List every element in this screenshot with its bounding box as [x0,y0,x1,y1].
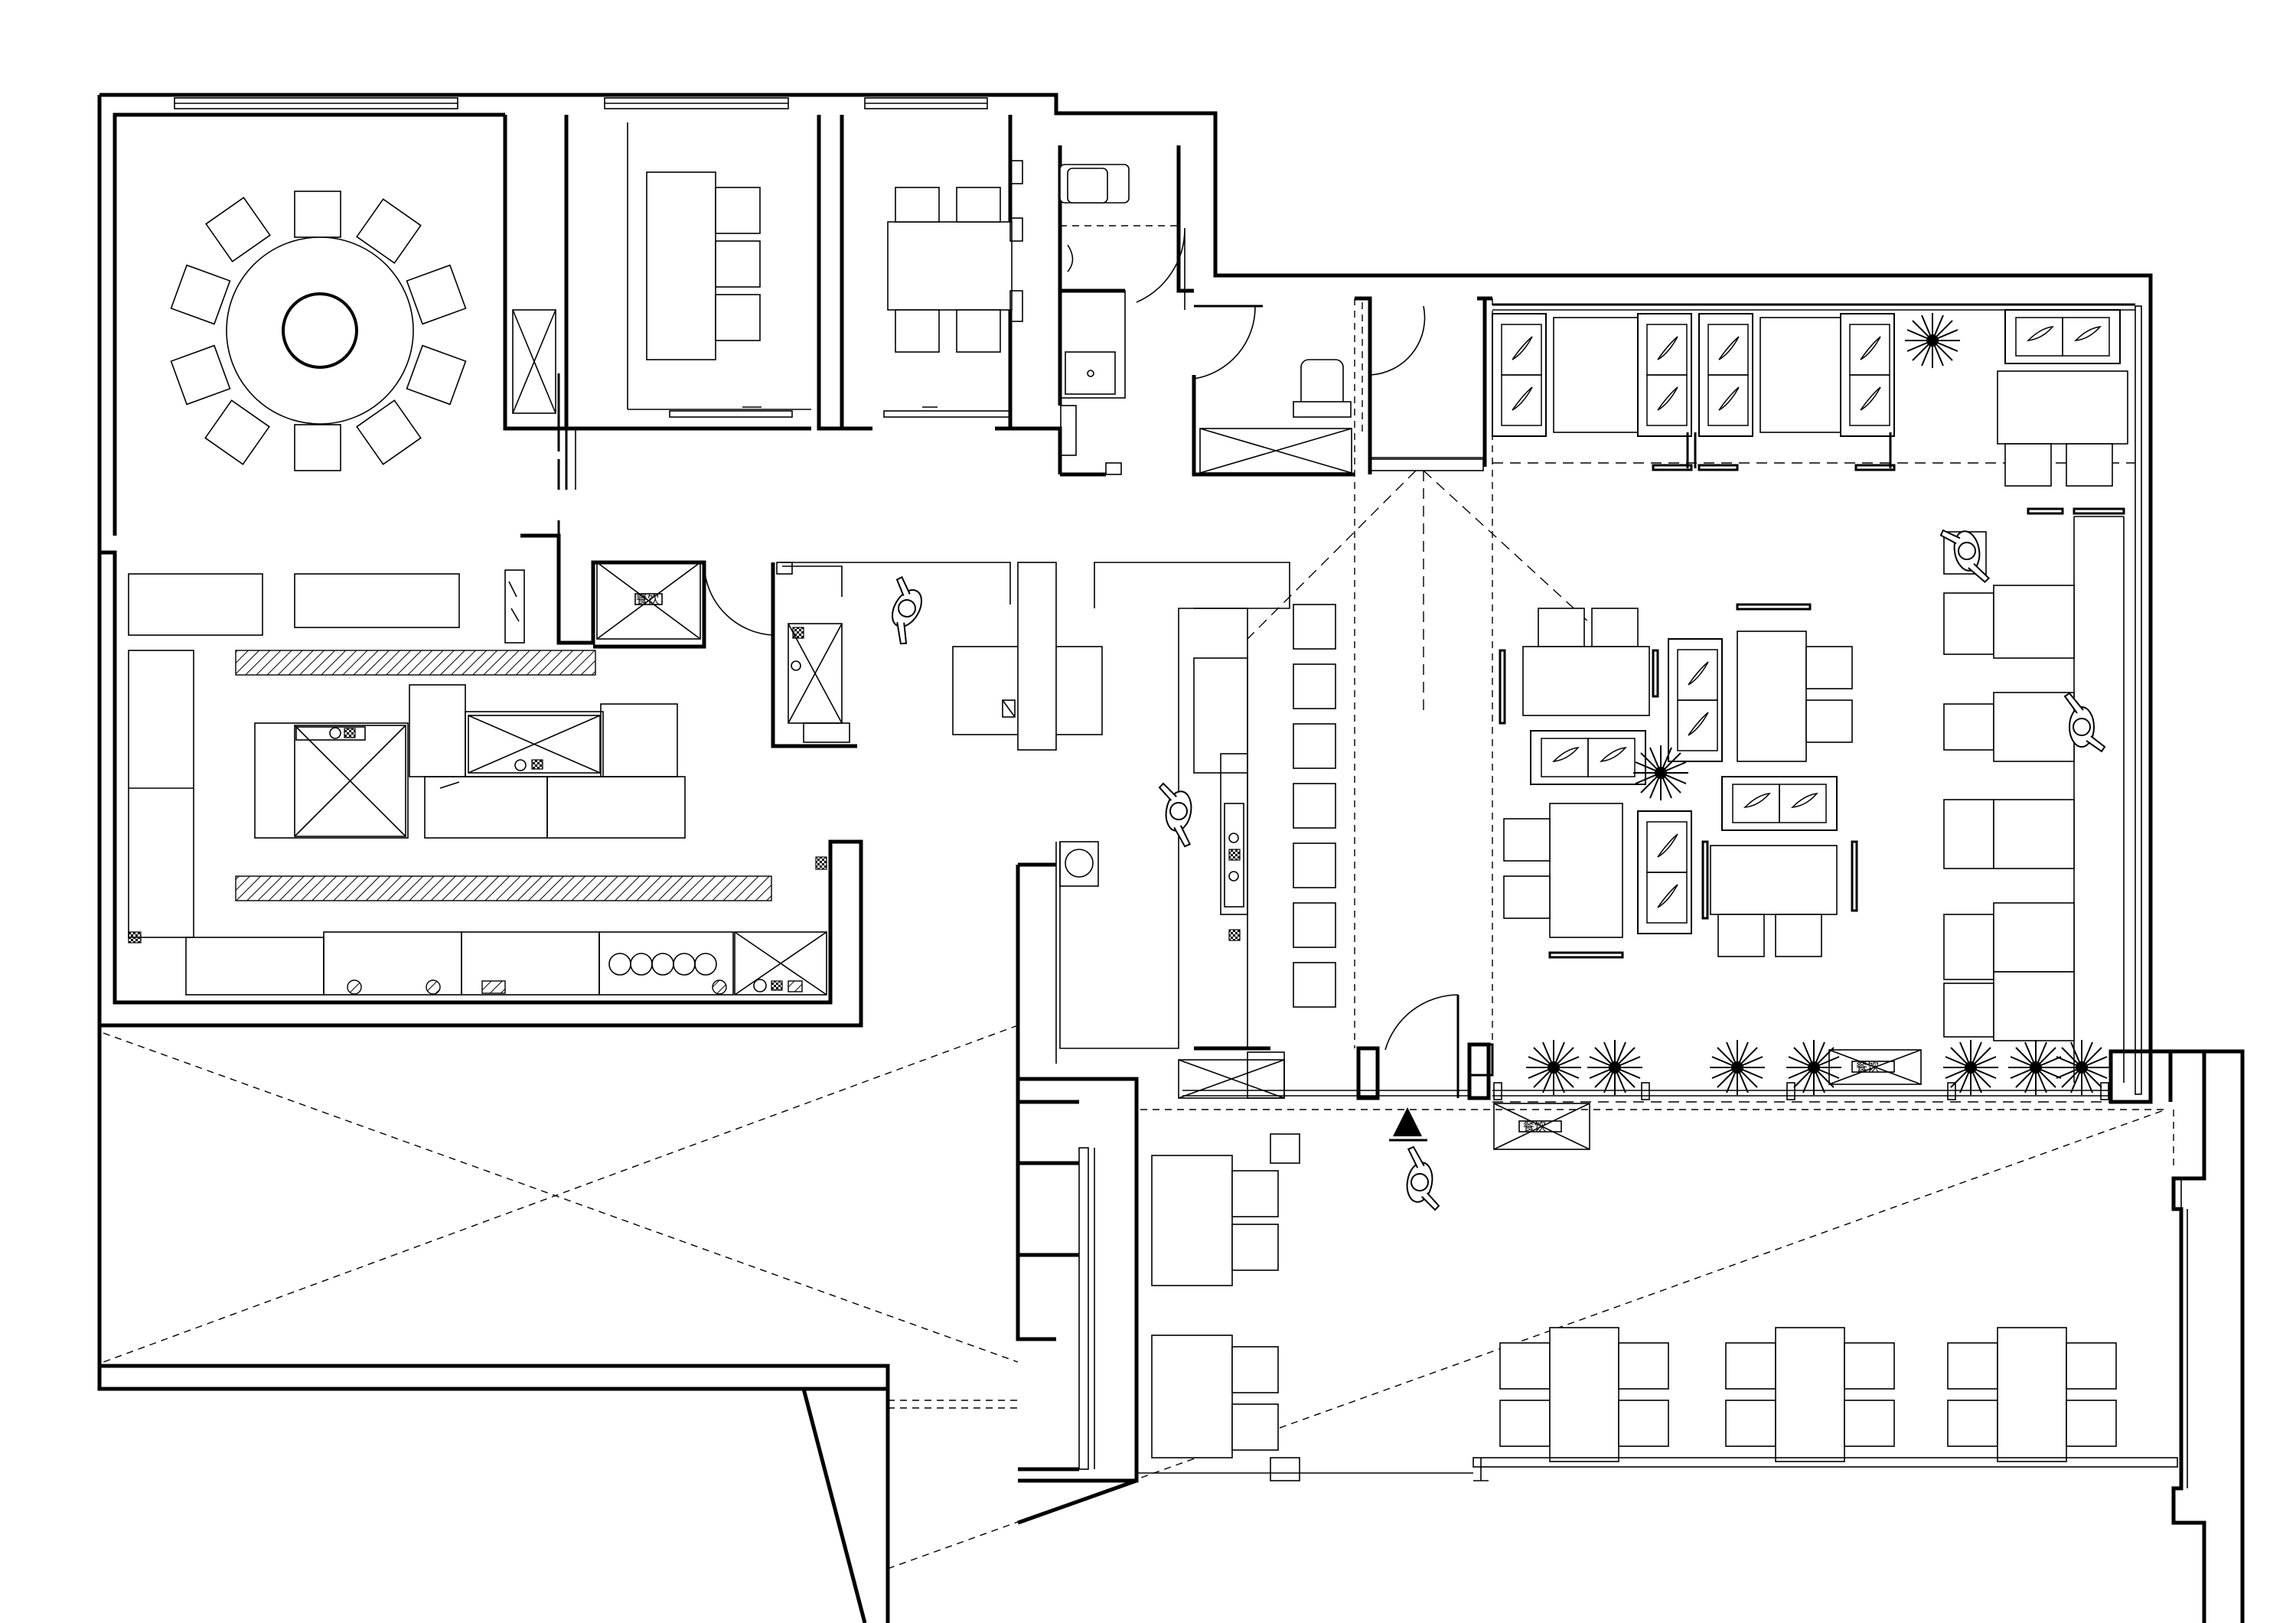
kitchen-entry: 餐饮 [596,562,774,640]
restroom [1059,164,1186,475]
entrance-sign: 餐饮 [1523,1119,1546,1133]
kitchen-sign: 餐饮 [636,592,659,606]
ceiling-lines [103,298,2174,1569]
private-room-3 [883,160,1023,418]
entrance-arrow-icon [1393,1107,1422,1136]
entrance: 餐饮 [1182,994,1590,1150]
main-dining: 餐饮 [1468,303,2142,1100]
window-sign: 餐饮 [1856,1060,1879,1074]
staff-room [1193,302,1484,474]
terrace [1078,1133,2188,1488]
top-windows [174,97,988,109]
exterior-walls [97,93,2245,1623]
private-room-2 [627,122,811,418]
round-table-room [170,191,467,471]
kitchen [128,569,827,996]
service-bar [771,562,1336,1099]
room-cabinets [512,309,576,490]
